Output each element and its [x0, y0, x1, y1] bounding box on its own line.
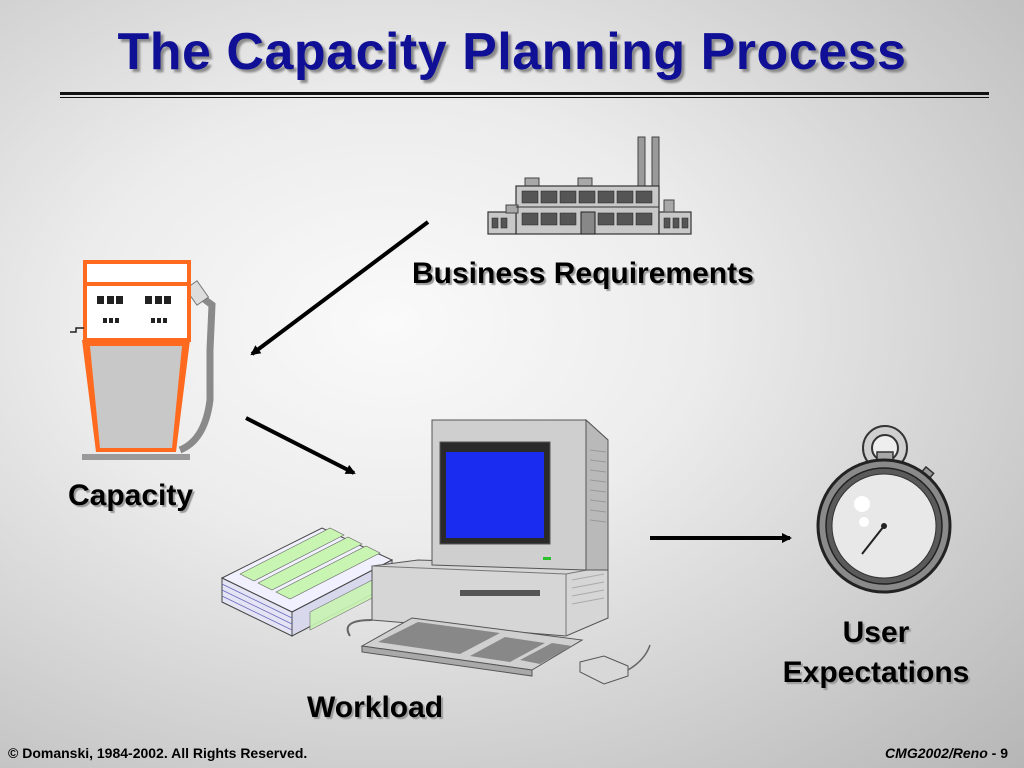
factory-icon: [487, 136, 692, 235]
monitor-screen: [446, 452, 544, 538]
footer-page-info: CMG2002/Reno - 9: [885, 745, 1008, 761]
footer-copyright: © Domanski, 1984-2002. All Rights Reserv…: [8, 745, 308, 761]
footer-event: CMG2002/Reno: [885, 745, 988, 761]
label-user-expectations: User Expectations: [770, 613, 982, 693]
label-user-line2: Expectations: [782, 656, 970, 689]
slide-title: The Capacity Planning Process: [117, 23, 907, 81]
title-divider-thin: [60, 97, 989, 98]
arrow-business-to-capacity: [250, 220, 430, 356]
title-divider: [60, 92, 989, 95]
gas-pump-icon: [70, 260, 216, 460]
arrow-capacity-to-workload: [245, 416, 356, 475]
footer-separator: -: [987, 745, 1001, 761]
computer-icon: [220, 418, 651, 685]
label-business-requirements: Business Requirements: [412, 257, 754, 290]
label-capacity: Capacity: [68, 479, 194, 512]
label-user-line1: User: [842, 616, 910, 649]
stopwatch-icon: [816, 425, 952, 594]
footer-page-number: 9: [1000, 745, 1008, 761]
label-workload: Workload: [307, 691, 444, 724]
printout-stack-icon: [220, 527, 394, 637]
